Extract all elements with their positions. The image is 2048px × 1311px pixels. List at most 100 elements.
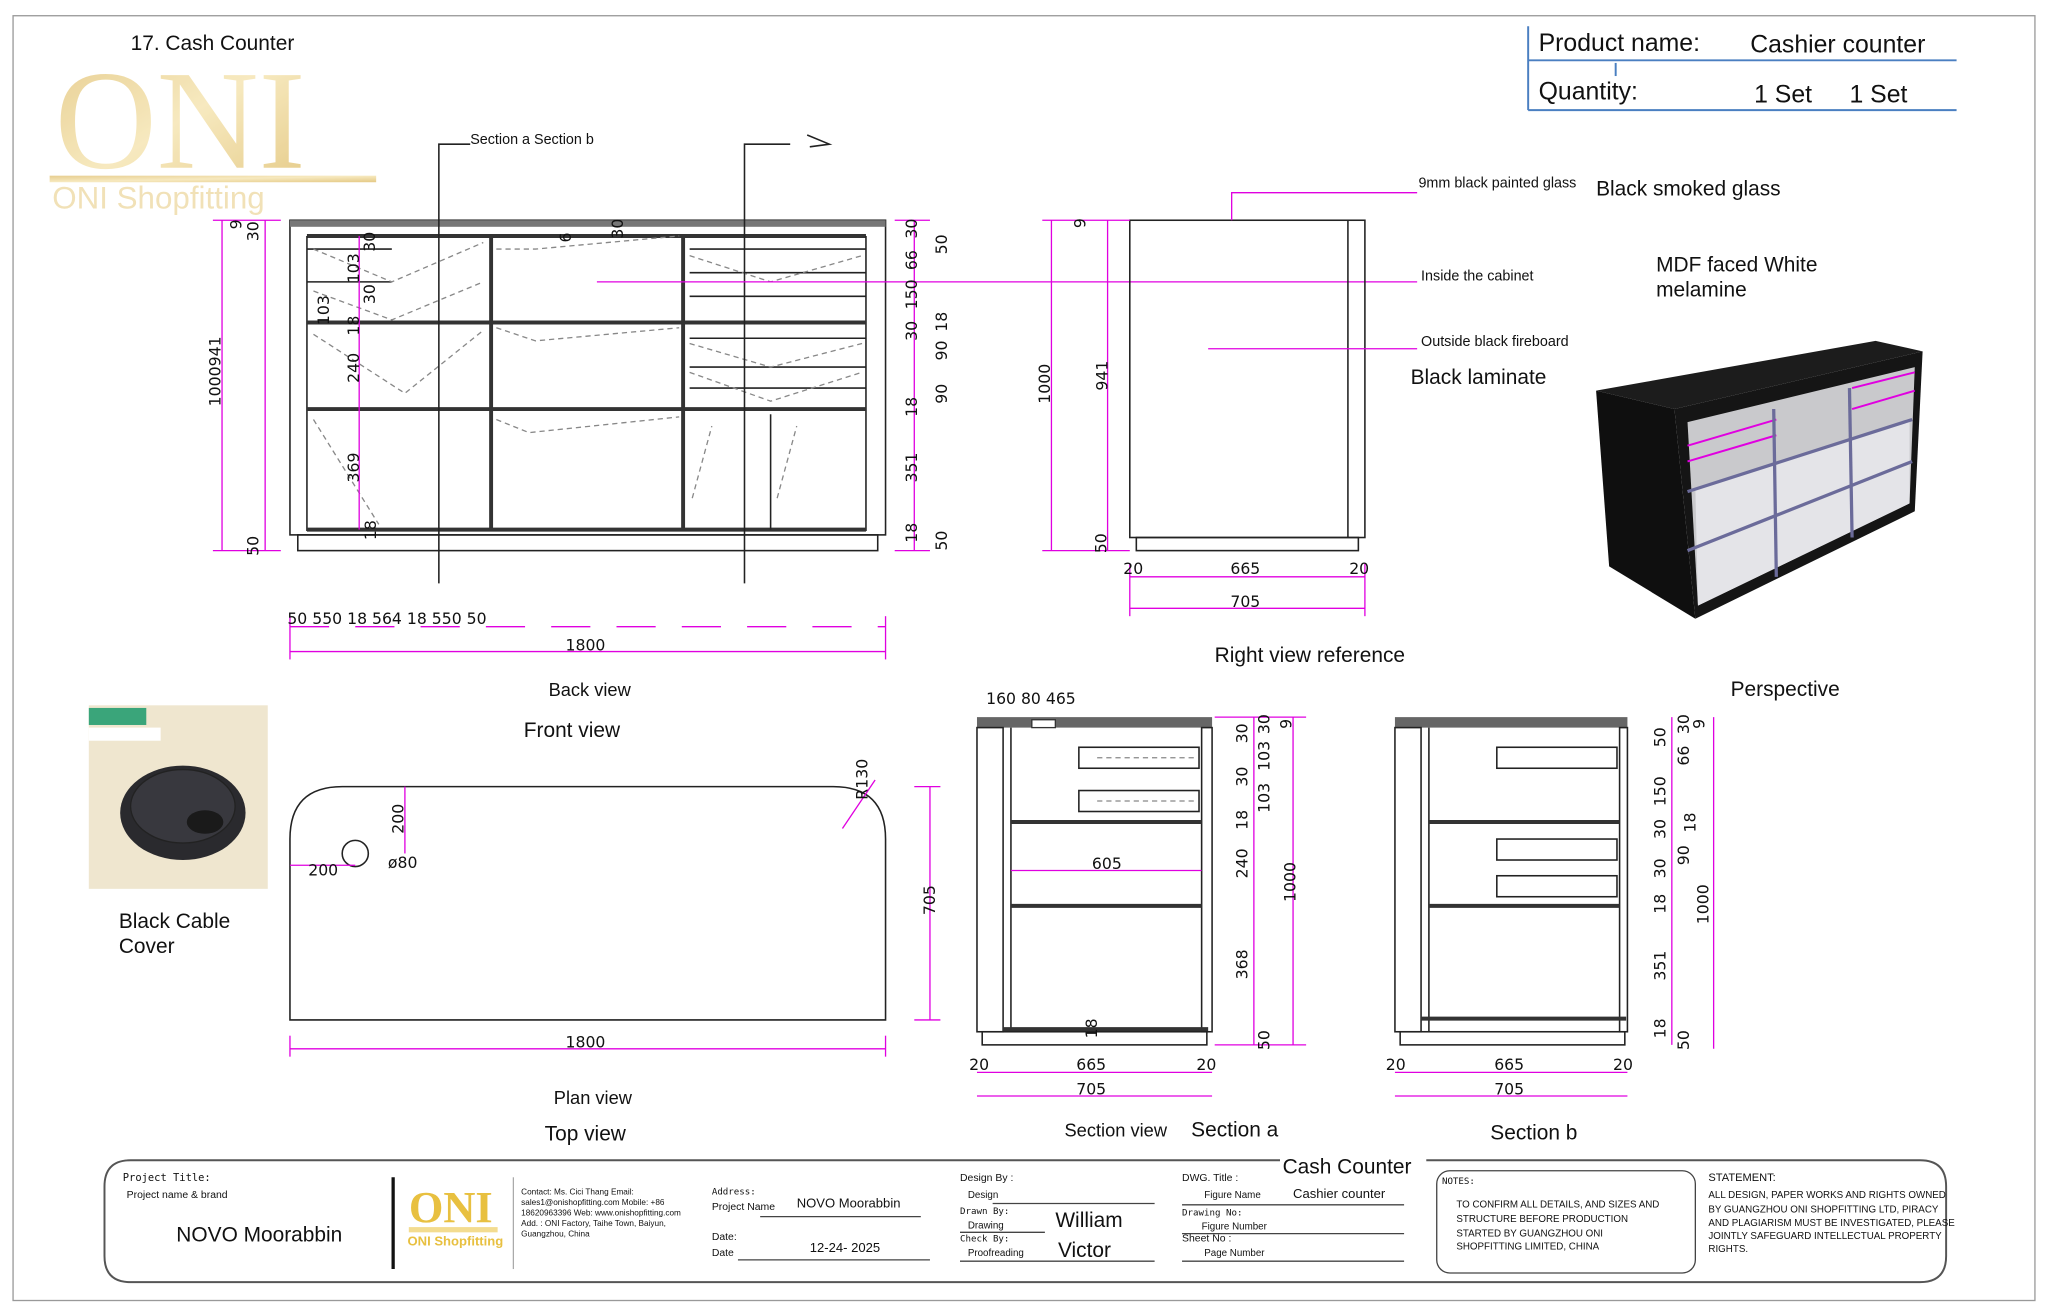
section-b-drawing xyxy=(1394,717,1715,1097)
dimension-label: 50 xyxy=(1674,1030,1693,1050)
front-view-caption: Front view xyxy=(524,719,621,742)
address-label: Address: xyxy=(712,1187,756,1197)
dimension-label: 30 xyxy=(244,221,263,241)
dimension-label: 103 xyxy=(344,253,363,283)
notes-line: STARTED BY GUANGZHOU ONI xyxy=(1456,1228,1603,1239)
section-a-caption: Section a xyxy=(1191,1119,1278,1142)
dimension-label: 369 xyxy=(344,452,363,482)
dimension-label: 705 xyxy=(1494,1080,1524,1099)
statement-line: BY GUANGZHOU ONI SHOPFITTING LTD, PIRACY xyxy=(1708,1205,1938,1216)
dimension-label: 1000 xyxy=(1693,884,1712,924)
dimension-label: 18 xyxy=(1650,1018,1669,1038)
notes-line: TO CONFIRM ALL DETAILS, AND SIZES AND xyxy=(1456,1199,1659,1210)
drawing-no-label: Drawing No: xyxy=(1182,1208,1242,1218)
dimension-label: 1000941 xyxy=(206,336,225,406)
back-view-drawing: Section a Section b 50 550 18 564 18 550… xyxy=(212,132,1418,660)
contact-line: 18620963396 Web: www.onishopfitting.com xyxy=(521,1208,681,1217)
dimension-label: 50 xyxy=(244,536,263,556)
right-view-drawing xyxy=(1042,192,1418,617)
dimension-label: 30 xyxy=(1232,767,1251,787)
dimension-label: 18 xyxy=(1680,812,1699,832)
dimension-label: 18 xyxy=(1650,894,1669,914)
outside-label: Black laminate xyxy=(1411,366,1547,389)
drawn-by-label: Drawn By: xyxy=(960,1207,1009,1217)
section-b-caption: Section b xyxy=(1490,1121,1577,1144)
notes-line: STRUCTURE BEFORE PRODUCTION xyxy=(1456,1214,1628,1225)
dimension-label: 18 xyxy=(361,520,380,540)
dimension-label: 30 xyxy=(1650,858,1669,878)
cable-cover-photo xyxy=(88,705,268,889)
dimension-label: 18 xyxy=(932,312,951,332)
right-view-caption: Right view reference xyxy=(1215,644,1405,667)
dimension-label: 90 xyxy=(1674,845,1693,865)
contact-line: sales1@onishopfitting.com Mobile: +86 xyxy=(521,1198,665,1207)
project-title-label: Project Title: xyxy=(123,1172,211,1184)
sheet-heading: 17. Cash Counter xyxy=(131,32,295,55)
dimension-label: 30 xyxy=(902,321,921,341)
dimension-label: 705 xyxy=(920,885,939,915)
dimension-label: 20 xyxy=(1349,559,1369,578)
product-table: Product name: Cashier counter Quantity: … xyxy=(1527,26,1957,112)
dimension-label: 9 xyxy=(1277,719,1296,729)
svg-text:ONI: ONI xyxy=(55,42,306,199)
proofreading-sub: Proofreading xyxy=(968,1248,1024,1259)
dimension-label: 150 xyxy=(902,279,921,309)
dimension-label: 50 xyxy=(932,531,951,551)
dimension-label: 665 xyxy=(1076,1055,1106,1074)
dimension-label: 30 xyxy=(360,232,379,252)
glass-label: Black smoked glass xyxy=(1596,177,1781,200)
drawing-sub: Drawing xyxy=(968,1220,1004,1231)
quantity-label: Quantity: xyxy=(1539,78,1638,106)
dimension-label: 50 xyxy=(1255,1030,1274,1050)
dimension-label: 18 xyxy=(902,523,921,543)
svg-text:ONI: ONI xyxy=(409,1182,493,1232)
contact-line: Add. : ONI Factory, Taihe Town, Baiyun, xyxy=(521,1219,666,1228)
statement-line: JOINTLY SAFEGUARD INTELLECTUAL PROPERTY xyxy=(1708,1231,1942,1242)
dwg-title-value: Cash Counter xyxy=(1283,1155,1412,1178)
dimension-label: 1000 xyxy=(1281,862,1300,902)
inside-note: Inside the cabinet xyxy=(1421,269,1533,285)
dimension-label: 103 xyxy=(314,295,333,325)
inside-label: MDF faced White xyxy=(1656,253,1817,276)
dimension-label: 18 xyxy=(344,316,363,336)
dimension-label: 90 xyxy=(932,341,951,361)
plan-view-caption: Plan view xyxy=(554,1087,633,1108)
dimension-label: 30 xyxy=(1232,723,1251,743)
contact-line: Contact: Ms. Cici Thang Email: xyxy=(521,1187,634,1196)
dimension-label: 20 xyxy=(1386,1055,1406,1074)
dimension-label: 705 xyxy=(1076,1080,1106,1099)
dimension-label: 20 xyxy=(1123,559,1143,578)
dimension-label: 103 xyxy=(1255,783,1274,813)
dimension-label: 18 xyxy=(1232,810,1251,830)
statement-line: ALL DESIGN, PAPER WORKS AND RIGHTS OWNED xyxy=(1708,1190,1945,1201)
notes-line: SHOPFITTING LIMITED, CHINA xyxy=(1456,1241,1599,1252)
dwg-title-label: DWG. Title : xyxy=(1182,1173,1238,1184)
dimension-label: 103 xyxy=(1255,741,1274,771)
dimension-label: 200 xyxy=(389,804,408,834)
dimension-label: 240 xyxy=(1232,848,1251,878)
dimension-label: 705 xyxy=(1230,592,1260,611)
product-name-label: Product name: xyxy=(1539,29,1700,57)
project-name-value: NOVO Moorabbin xyxy=(797,1195,901,1210)
dimension-label: 30 xyxy=(1255,714,1274,734)
statement-line: AND PLAGIARISM MUST BE INVESTIGATED, PLE… xyxy=(1708,1218,1955,1229)
dimension-label: 90 xyxy=(932,384,951,404)
plan-view-drawing xyxy=(289,779,941,1057)
sheet-no-label: Sheet No : xyxy=(1182,1234,1231,1245)
back-view-bottom-dims: 50 550 18 564 18 550 50 xyxy=(287,609,486,628)
dimension-label: 18 xyxy=(902,397,921,417)
quantity-value-2: 1 Set xyxy=(1849,80,1907,108)
inside-label-2: melamine xyxy=(1656,278,1747,301)
statement-line: RIGHTS. xyxy=(1708,1244,1748,1255)
dimension-label: 18 xyxy=(1082,1018,1101,1038)
check-by-value: Victor xyxy=(1058,1239,1111,1262)
date-sub: Date xyxy=(712,1248,734,1259)
dimension-label: 9 xyxy=(227,219,246,229)
dimension-label: 200 xyxy=(308,861,338,880)
project-name-label: Project Name xyxy=(712,1202,775,1213)
dimension-label: 30 xyxy=(902,219,921,239)
